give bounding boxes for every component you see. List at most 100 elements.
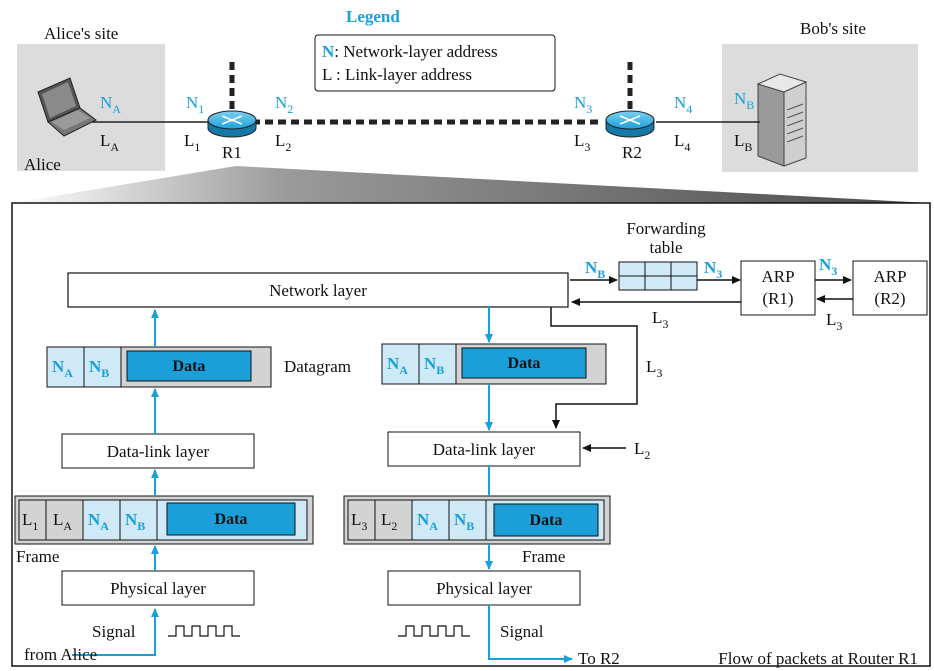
from-alice-label: from Alice <box>24 645 97 664</box>
fr-left-l1: L1 <box>22 510 38 533</box>
server-icon <box>756 73 808 167</box>
datalink-l2: L2 <box>634 439 650 462</box>
addr-na: NA <box>100 93 121 116</box>
fr-right-data: Data <box>530 512 563 529</box>
addr-l2: L2 <box>275 131 291 154</box>
svg-text:L3: L3 <box>351 510 367 533</box>
zoom-wedge <box>12 166 930 203</box>
caption: Flow of packets at Router R1 <box>718 649 918 668</box>
flow-signal-in <box>72 608 159 656</box>
datalink-left-box <box>61 433 255 469</box>
signal-wave-out-icon <box>398 625 470 637</box>
fr-right-l3: L3 <box>351 510 367 533</box>
to-r2-label: To R2 <box>578 649 620 668</box>
dg-right-nb: NB <box>424 354 444 377</box>
legend-link-layer: L : Link-layer address <box>322 65 472 84</box>
svg-text:N3: N3 <box>574 93 592 116</box>
forwarding-table-label-1: Forwarding <box>626 219 706 238</box>
router-r2-label: R2 <box>622 143 642 162</box>
svg-text:L1: L1 <box>22 510 38 533</box>
arp-r1-box <box>740 260 816 316</box>
forwarding-table <box>618 261 698 291</box>
addr-n2: N2 <box>275 93 293 116</box>
arp-r1-label-2: (R1) <box>762 289 793 308</box>
fr-left-na: NA <box>88 510 109 533</box>
svg-text:N2: N2 <box>275 93 293 116</box>
fr-left-la: LA <box>53 510 72 533</box>
dg-left-na: NA <box>52 357 73 380</box>
addr-lb: LB <box>734 131 752 154</box>
svg-text:NB: NB <box>454 510 474 533</box>
svg-text:NB: NB <box>734 89 754 112</box>
fr-left-data: Data <box>215 511 248 528</box>
legend-network-layer: N: Network-layer address <box>322 42 498 61</box>
fr-left-nb: NB <box>125 510 145 533</box>
legend-box <box>314 34 556 92</box>
arp-req-n3: N3 <box>819 255 837 278</box>
svg-text:L3: L3 <box>652 308 668 331</box>
addr-n1: N1 <box>186 93 204 116</box>
svg-text:NA: NA <box>100 93 121 116</box>
datagram-left <box>46 346 272 388</box>
svg-text:NB: NB <box>585 258 605 281</box>
svg-text:N3: N3 <box>819 255 837 278</box>
addr-nb: NB <box>734 89 754 112</box>
svg-text:N3: N3 <box>704 258 722 281</box>
addr-l4: L4 <box>674 131 690 154</box>
datalink-l3: L3 <box>646 357 662 380</box>
frame-right <box>343 495 611 545</box>
arp-r2-box <box>852 260 928 316</box>
alice-label: Alice <box>24 155 61 174</box>
signal-in-label: Signal <box>92 622 136 641</box>
svg-text:N4: N4 <box>674 93 692 116</box>
dg-right-na: NA <box>387 354 408 377</box>
datagram-label: Datagram <box>284 357 351 376</box>
fr-right-nb: NB <box>454 510 474 533</box>
datalink-right-box <box>387 431 581 467</box>
dg-right-data: Data <box>508 355 541 372</box>
arp-r2-label-2: (R2) <box>874 289 905 308</box>
frame-label-left: Frame <box>16 547 59 566</box>
svg-text:L1: L1 <box>184 131 200 154</box>
signal-out-label: Signal <box>500 622 544 641</box>
fr-right-na: NA <box>417 510 438 533</box>
router-r1-icon <box>207 110 257 138</box>
arrow-l3-to-datalink <box>550 307 638 429</box>
signal-wave-in-icon <box>168 625 240 637</box>
addr-la: LA <box>100 131 119 154</box>
network-layer-box <box>67 272 569 308</box>
svg-text:L3: L3 <box>646 357 662 380</box>
alice-site-label: Alice's site <box>44 24 118 43</box>
svg-text:L3: L3 <box>826 310 842 333</box>
svg-text:L2: L2 <box>381 510 397 533</box>
svg-text:N1: N1 <box>186 93 204 116</box>
ft-out-n3: N3 <box>704 258 722 281</box>
bob-site-label: Bob's site <box>800 19 866 38</box>
bob-site-panel <box>722 44 918 172</box>
arp-reply-l3: L3 <box>826 310 842 333</box>
arp-r1-label-1: ARP <box>761 267 794 286</box>
flow-signal-out <box>488 605 573 663</box>
alice-site-panel <box>17 44 165 171</box>
svg-text:NB: NB <box>424 354 444 377</box>
arp-r2-label-1: ARP <box>873 267 906 286</box>
physical-right-box <box>387 570 581 606</box>
laptop-icon <box>37 77 97 137</box>
frame-label-right: Frame <box>522 547 565 566</box>
frame-left <box>14 495 314 545</box>
physical-right-label: Physical layer <box>436 579 532 598</box>
network-layer-label: Network layer <box>269 281 367 300</box>
fr-right-l2: L2 <box>381 510 397 533</box>
svg-text:L2: L2 <box>275 131 291 154</box>
addr-l3: L3 <box>574 131 590 154</box>
svg-text:L2: L2 <box>634 439 650 462</box>
svg-text:NA: NA <box>52 357 73 380</box>
datalink-right-label: Data-link layer <box>433 440 536 459</box>
svg-text:NB: NB <box>125 510 145 533</box>
svg-text:NA: NA <box>88 510 109 533</box>
addr-l1: L1 <box>184 131 200 154</box>
arp-result-l3: L3 <box>652 308 668 331</box>
svg-text:LB: LB <box>734 131 752 154</box>
legend-title: Legend <box>346 7 400 26</box>
